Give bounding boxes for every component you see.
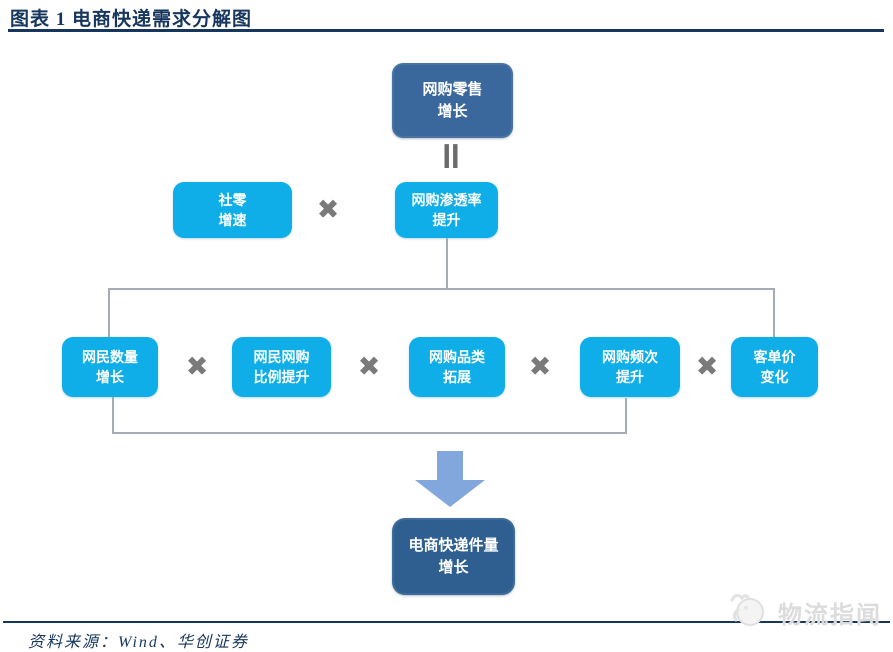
node-category-expansion: 网购品类 拓展 <box>409 337 505 397</box>
title-underline <box>8 29 884 32</box>
down-arrow-icon <box>414 451 486 512</box>
node-netizen-shopping-ratio-rise: 网民网购 比例提升 <box>232 337 331 397</box>
source-note: 资料来源：Wind、华创证券 <box>28 634 249 651</box>
multiply-icon: ✖ <box>695 351 719 383</box>
multiply-icon: ✖ <box>185 351 209 383</box>
equals-icon: = <box>430 140 474 172</box>
multiply-icon: ✖ <box>316 194 340 226</box>
node-online-retail-growth: 网购零售 增长 <box>392 63 513 138</box>
connector-line <box>112 432 627 434</box>
node-purchase-frequency-rise: 网购频次 提升 <box>580 337 680 397</box>
connector-line <box>773 288 775 337</box>
bottom-rule <box>3 621 890 623</box>
node-social-retail-growth: 社零 增速 <box>173 182 292 238</box>
connector-line <box>112 397 114 433</box>
multiply-icon: ✖ <box>357 351 381 383</box>
page-title: 图表 1 电商快递需求分解图 <box>10 9 253 30</box>
watermark: 物流指闻 <box>726 590 882 635</box>
node-avg-order-value-change: 客单价 变化 <box>731 337 818 397</box>
connector-line <box>625 398 627 433</box>
node-online-penetration-rise: 网购渗透率 提升 <box>395 182 498 238</box>
watermark-logo-icon <box>726 590 772 635</box>
connector-line <box>108 288 110 337</box>
multiply-icon: ✖ <box>528 351 552 383</box>
connector-line <box>108 288 775 290</box>
node-netizen-count-growth: 网民数量 增长 <box>62 337 158 397</box>
connector-line <box>446 238 448 288</box>
node-ecommerce-parcel-volume-growth: 电商快递件量 增长 <box>392 518 515 595</box>
watermark-label: 物流指闻 <box>778 602 882 629</box>
